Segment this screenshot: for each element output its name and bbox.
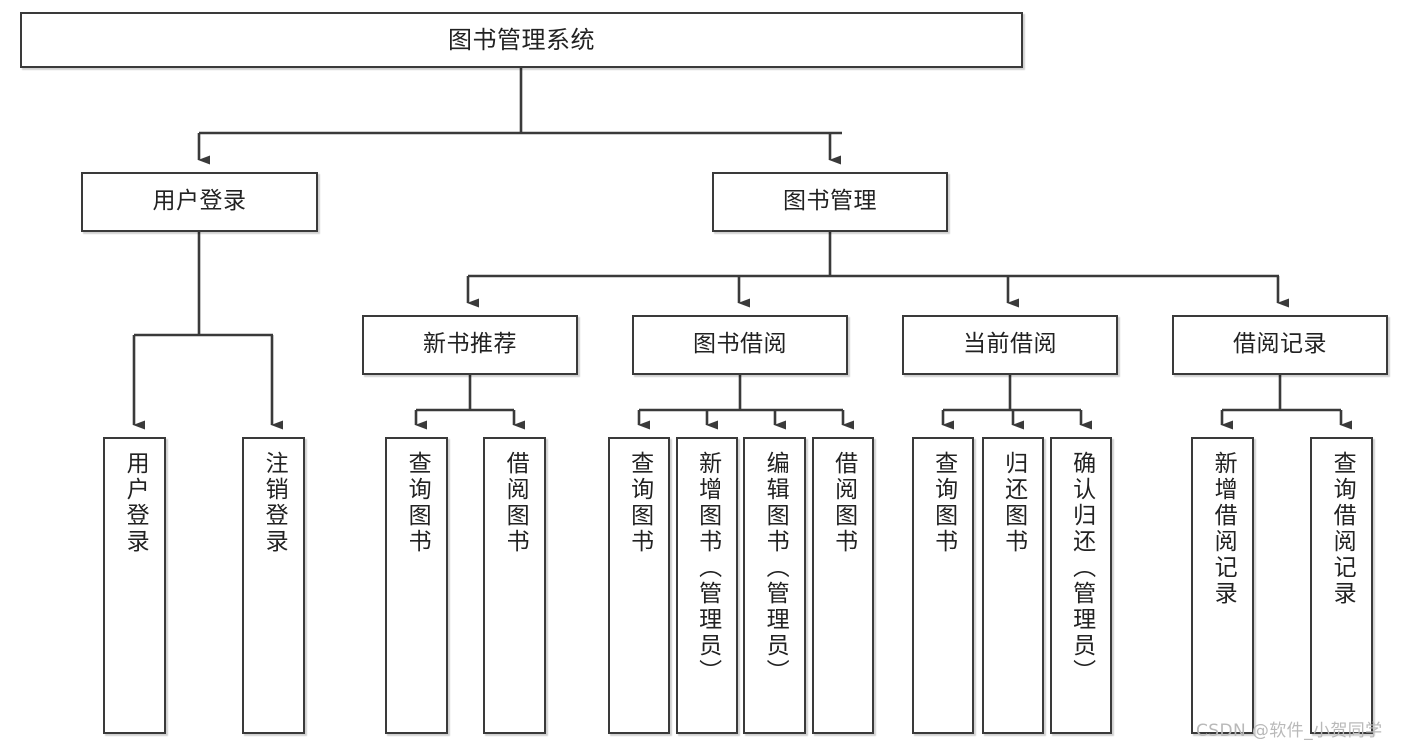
node-leaf-add-book[interactable]: 新增图书（管理员）	[676, 437, 738, 734]
node-user-login[interactable]: 用户登录	[81, 172, 318, 232]
node-leaf-confirm-return[interactable]: 确认归还（管理员）	[1050, 437, 1112, 734]
node-current-borrow[interactable]: 当前借阅	[902, 315, 1118, 375]
node-leaf-add-record[interactable]: 新增借阅记录	[1191, 437, 1254, 734]
node-leaf-query-book-3-label: 查询图书	[930, 451, 957, 555]
node-borrow-record[interactable]: 借阅记录	[1172, 315, 1388, 375]
node-leaf-query-record-label: 查询借阅记录	[1329, 451, 1356, 607]
node-leaf-query-book-2-label: 查询图书	[626, 451, 653, 555]
node-borrow-record-label: 借阅记录	[1233, 331, 1327, 358]
node-leaf-add-book-label: 新增图书（管理员）	[694, 451, 721, 685]
node-new-book-recommend-label: 新书推荐	[423, 331, 517, 358]
node-new-book-recommend[interactable]: 新书推荐	[362, 315, 578, 375]
node-leaf-borrow-book-2-label: 借阅图书	[830, 451, 857, 555]
node-leaf-logout[interactable]: 注销登录	[242, 437, 305, 734]
node-leaf-user-login-label: 用户登录	[122, 451, 149, 555]
node-leaf-borrow-book-1-label: 借阅图书	[502, 451, 529, 555]
node-book-manage-label: 图书管理	[783, 188, 877, 215]
node-leaf-return-book-label: 归还图书	[1000, 451, 1027, 555]
node-user-login-label: 用户登录	[152, 188, 247, 215]
node-leaf-query-book-1[interactable]: 查询图书	[385, 437, 448, 734]
node-leaf-logout-label: 注销登录	[261, 451, 288, 555]
node-leaf-edit-book-label: 编辑图书（管理员）	[762, 451, 789, 685]
node-leaf-query-record[interactable]: 查询借阅记录	[1310, 437, 1373, 734]
csdn-watermark: CSDN @软件_小贺同学	[1196, 721, 1383, 741]
node-leaf-query-book-1-label: 查询图书	[404, 451, 431, 555]
node-root-label: 图书管理系统	[448, 25, 595, 54]
node-leaf-confirm-return-label: 确认归还（管理员）	[1068, 451, 1095, 685]
node-leaf-return-book[interactable]: 归还图书	[982, 437, 1044, 734]
node-book-borrow-label: 图书借阅	[693, 331, 787, 358]
node-leaf-query-book-3[interactable]: 查询图书	[912, 437, 974, 734]
node-leaf-user-login[interactable]: 用户登录	[103, 437, 166, 734]
node-leaf-add-record-label: 新增借阅记录	[1210, 451, 1237, 607]
node-book-borrow[interactable]: 图书借阅	[632, 315, 848, 375]
node-root[interactable]: 图书管理系统	[20, 12, 1023, 68]
node-leaf-edit-book[interactable]: 编辑图书（管理员）	[743, 437, 806, 734]
node-book-manage[interactable]: 图书管理	[712, 172, 948, 232]
node-leaf-query-book-2[interactable]: 查询图书	[608, 437, 670, 734]
node-current-borrow-label: 当前借阅	[963, 331, 1057, 358]
node-leaf-borrow-book-2[interactable]: 借阅图书	[812, 437, 874, 734]
node-leaf-borrow-book-1[interactable]: 借阅图书	[483, 437, 546, 734]
